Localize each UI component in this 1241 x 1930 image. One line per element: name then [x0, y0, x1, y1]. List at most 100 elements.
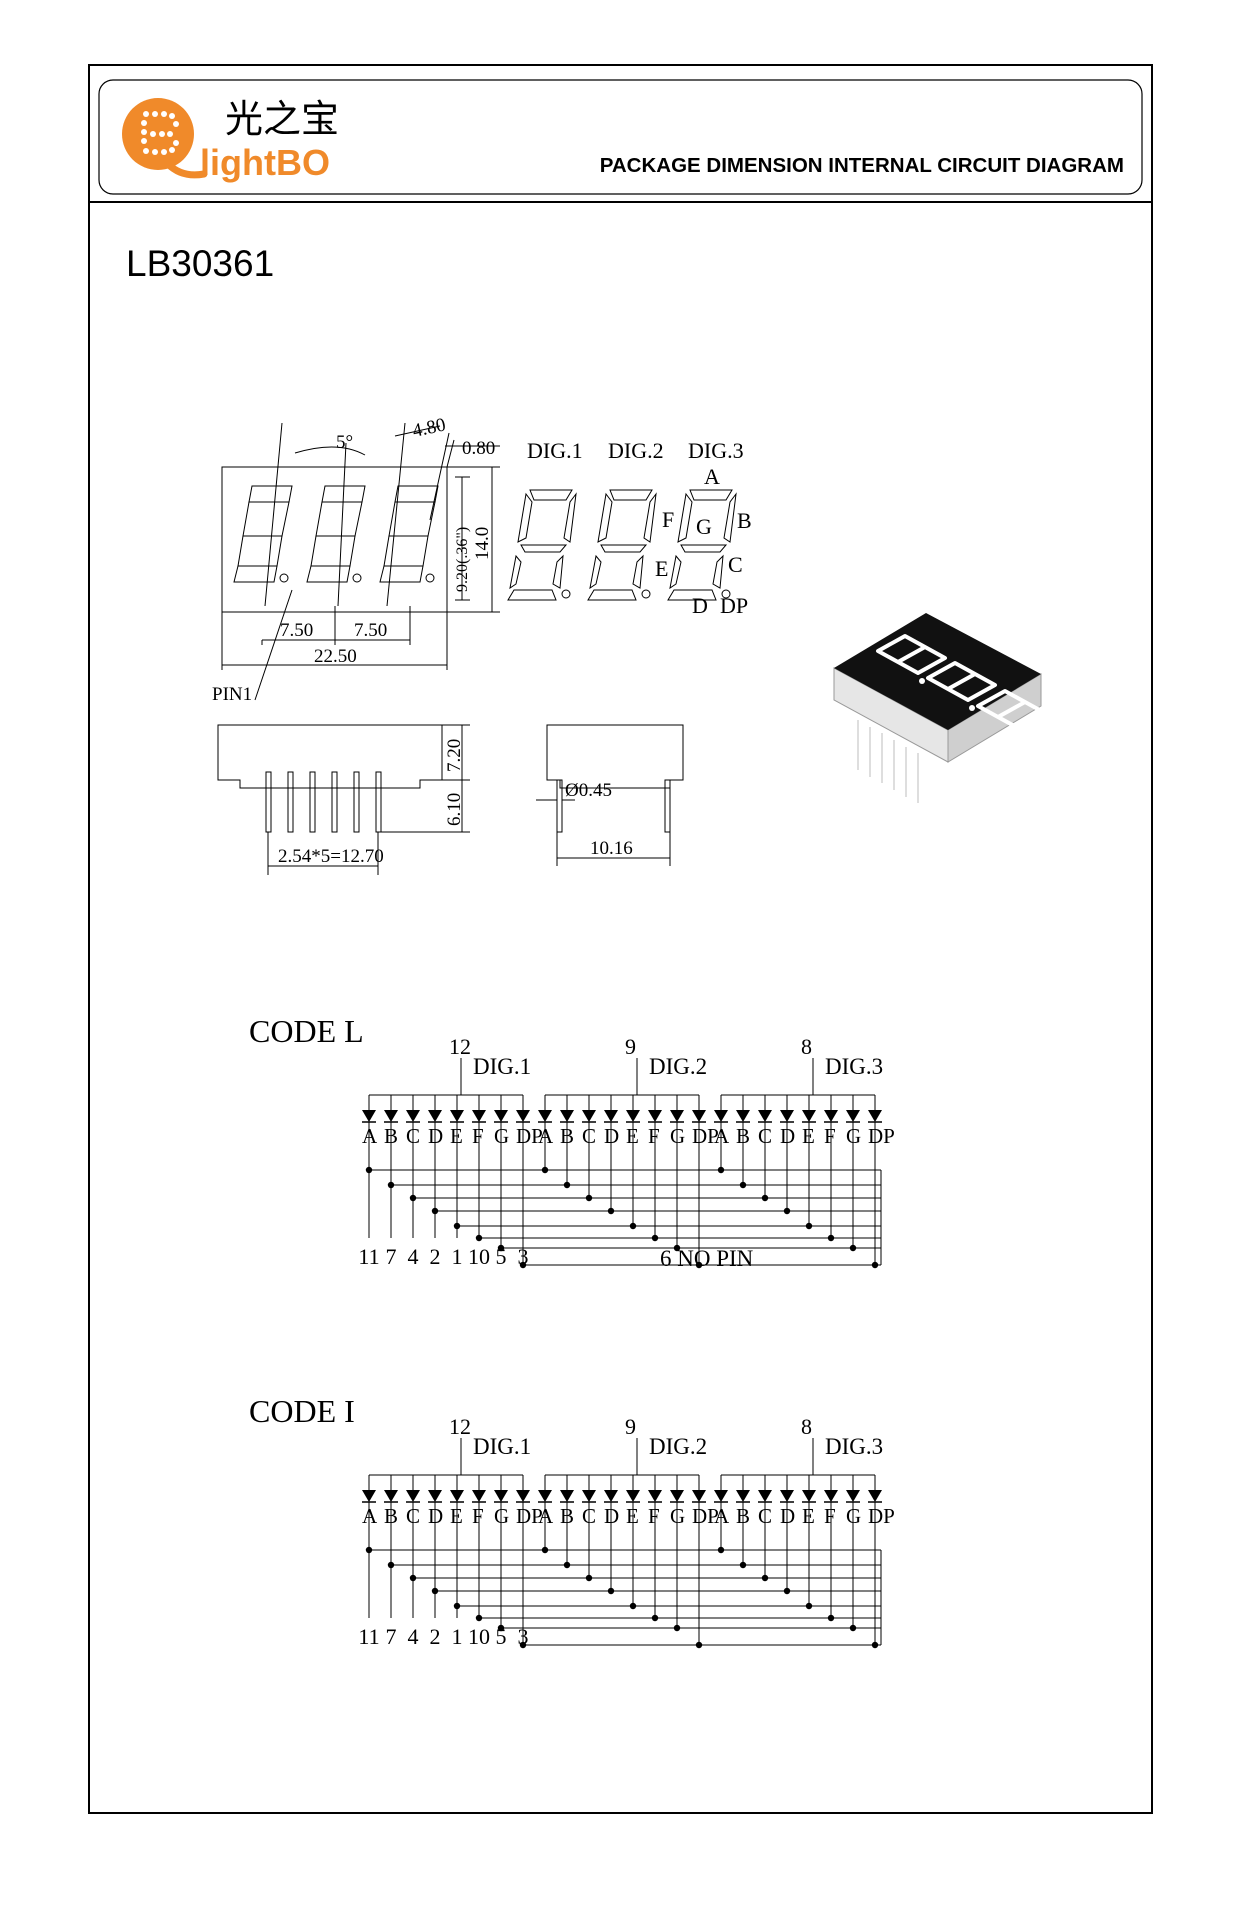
segment-label: DP	[692, 1124, 719, 1148]
end-view-body	[546, 724, 684, 789]
segment-label: A	[714, 1504, 730, 1528]
diode-symbol	[780, 1110, 794, 1122]
diode-symbol	[802, 1110, 816, 1122]
diode-symbol	[406, 1490, 420, 1502]
digit-label: DIG.2	[649, 1434, 707, 1459]
code-l-note: 6 NO PIN	[660, 1246, 754, 1271]
front-digit-1	[233, 485, 293, 583]
diode-symbol	[406, 1110, 420, 1122]
diode-symbol	[758, 1490, 772, 1502]
segment-label: F	[472, 1504, 484, 1528]
segment-pin-number: 10	[468, 1624, 490, 1649]
segment-label: D	[780, 1504, 795, 1528]
company-logo: 光之宝 lightBO	[122, 98, 339, 183]
diode-symbol	[824, 1110, 838, 1122]
seg-label-g: G	[696, 514, 712, 539]
diode-symbol	[846, 1490, 860, 1502]
segment-label: B	[736, 1504, 750, 1528]
part-number: LB30361	[126, 243, 274, 284]
diode-symbol	[714, 1490, 728, 1502]
diode-symbol	[384, 1110, 398, 1122]
diode-symbol	[824, 1490, 838, 1502]
segment-label: F	[648, 1504, 660, 1528]
diode-symbol	[670, 1490, 684, 1502]
common-pin-number: 12	[449, 1414, 471, 1439]
segment-label: E	[626, 1504, 639, 1528]
segment-label: D	[428, 1504, 443, 1528]
seg-digit-label-1: DIG.1	[527, 438, 583, 463]
diode-symbol	[758, 1110, 772, 1122]
segment-label: C	[582, 1504, 596, 1528]
dim-body: 7.20	[444, 739, 465, 772]
common-pin-number: 8	[801, 1414, 812, 1439]
diode-symbol	[494, 1490, 508, 1502]
segment-pin-number: 11	[358, 1244, 379, 1269]
logo-cjk-text: 光之宝	[225, 99, 339, 141]
common-pin-number: 12	[449, 1034, 471, 1059]
logo-wordmark: lightBO	[200, 142, 330, 183]
diode-symbol	[626, 1490, 640, 1502]
diode-symbol	[472, 1490, 486, 1502]
diode-symbol	[648, 1490, 662, 1502]
dim-angle: 5°	[336, 432, 353, 453]
segment-label: DP	[516, 1124, 543, 1148]
dim-pin-dia: Ø0.45	[565, 780, 612, 801]
diode-symbol	[494, 1110, 508, 1122]
segment-pin-number: 7	[386, 1244, 397, 1269]
segment-pin-number: 7	[386, 1624, 397, 1649]
segment-label: G	[494, 1124, 509, 1148]
side-view-drawing	[217, 724, 684, 875]
dim-width: 22.50	[314, 646, 357, 667]
side-view-pins	[265, 771, 382, 833]
dim-pins: 6.10	[444, 793, 465, 826]
segment-label: F	[472, 1124, 484, 1148]
diode-symbol	[384, 1490, 398, 1502]
segment-label: E	[802, 1504, 815, 1528]
code-i-title: CODE I	[249, 1393, 355, 1429]
segment-label: DP	[692, 1504, 719, 1528]
segment-label: A	[714, 1124, 730, 1148]
segment-label: A	[362, 1504, 378, 1528]
segment-label: DP	[868, 1124, 895, 1148]
dim-pitch-2: 7.50	[354, 620, 387, 641]
segment-label: E	[802, 1124, 815, 1148]
diode-symbol	[516, 1490, 530, 1502]
segment-label: B	[384, 1504, 398, 1528]
segment-view-labels: DIG.1 DIG.2 DIG.3 A B C D DP E F G	[527, 438, 752, 618]
diode-symbol	[846, 1110, 860, 1122]
diode-symbol	[362, 1110, 376, 1122]
seg-label-b: B	[737, 508, 752, 533]
common-pin-number: 9	[625, 1414, 636, 1439]
digit-label: DIG.3	[825, 1054, 883, 1079]
segment-label: D	[780, 1124, 795, 1148]
diode-symbol	[670, 1110, 684, 1122]
dim-height: 14.0	[472, 527, 493, 560]
diode-symbol	[648, 1110, 662, 1122]
digit-label: DIG.1	[473, 1434, 531, 1459]
seg-label-c: C	[728, 552, 743, 577]
segment-pin-number: 3	[518, 1624, 529, 1649]
digit-label: DIG.1	[473, 1054, 531, 1079]
seg-digit-label-3: DIG.3	[688, 438, 744, 463]
logo-tail	[164, 160, 208, 179]
display-3d-illustration	[833, 613, 1047, 803]
seg-digit-label-2: DIG.2	[608, 438, 664, 463]
diode-symbol	[582, 1490, 596, 1502]
segment-pin-number: 5	[496, 1624, 507, 1649]
front-view-outline	[221, 466, 448, 613]
dim-char: 9.20(.36")	[454, 527, 471, 592]
segment-pin-number: 2	[430, 1624, 441, 1649]
segment-label: C	[406, 1124, 420, 1148]
segment-label: C	[758, 1124, 772, 1148]
diode-symbol	[604, 1490, 618, 1502]
code-l-title: CODE L	[249, 1013, 364, 1049]
seg-label-a: A	[704, 464, 720, 489]
segment-digit-2	[587, 489, 657, 601]
segment-pin-number: 2	[430, 1244, 441, 1269]
segment-label: A	[538, 1504, 554, 1528]
header-title: PACKAGE DIMENSION INTERNAL CIRCUIT DIAGR…	[600, 154, 1124, 177]
diode-symbol	[472, 1110, 486, 1122]
digit-label: DIG.2	[649, 1054, 707, 1079]
